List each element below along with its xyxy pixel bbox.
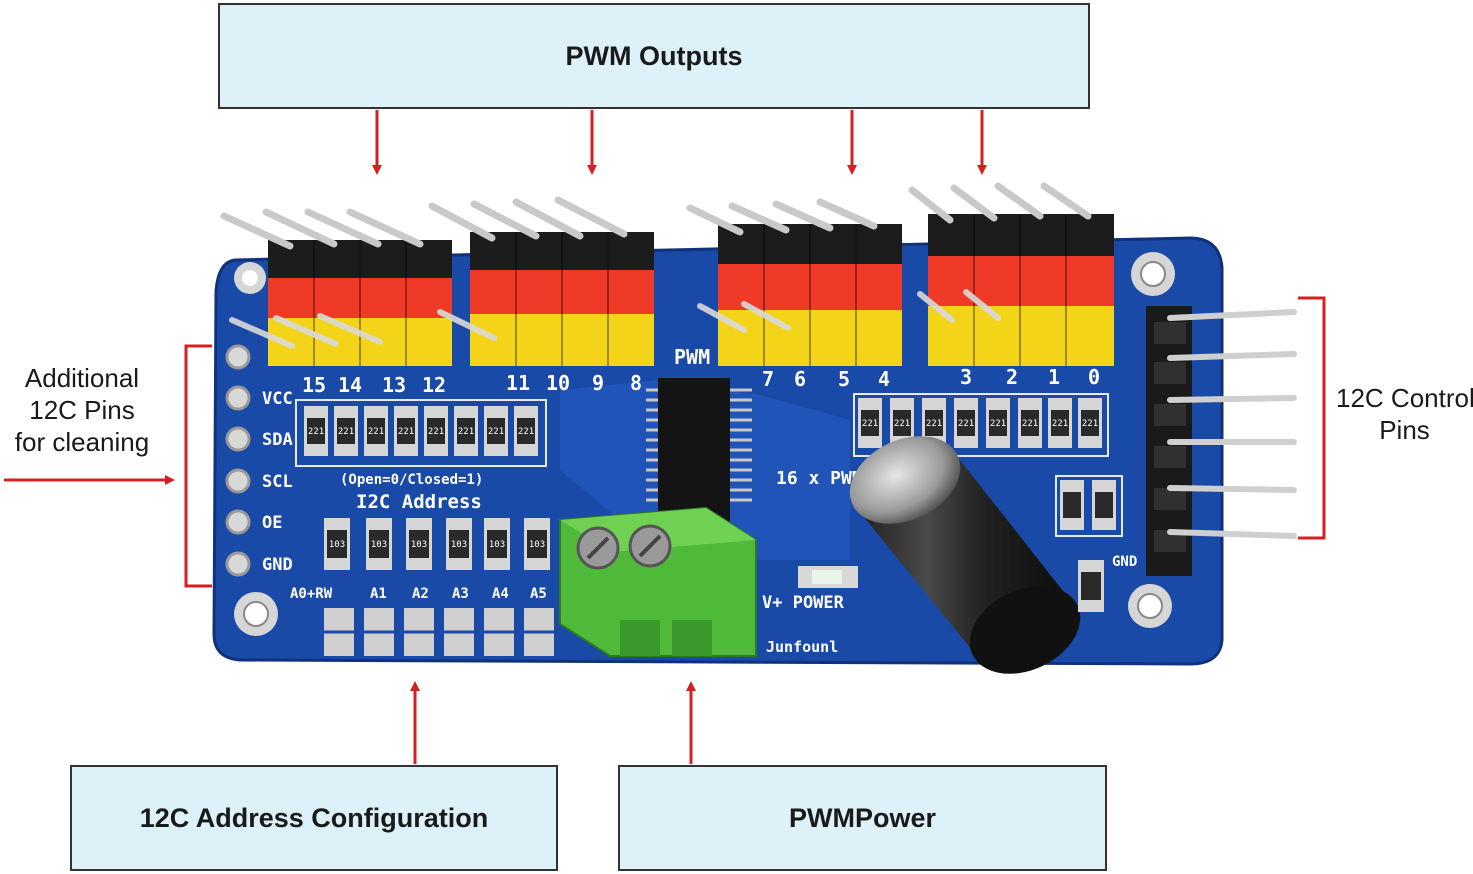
resistor-bank-left [304,406,538,456]
channel-5: 5 [838,367,850,391]
pwm-header-group-4 [928,214,1114,366]
left-pin-gnd: GND [262,555,293,575]
resistor-label-15: 221 [1052,419,1068,429]
channel-4: 4 [878,367,890,391]
pwm-header-group-2 [470,232,654,366]
channel-10: 10 [546,371,570,395]
channel-15: 15 [302,373,326,397]
jumper-label-a2: A2 [412,586,429,602]
left-label-line-3: for cleaning [14,427,150,457]
jumper-label-a0: A0+RW [290,586,333,602]
jumper-label-a4: A4 [492,586,509,602]
address-resistor-label-3: 103 [411,540,427,550]
pwm-outputs-callout: PWM Outputs [218,3,1090,109]
resistor-label-6: 221 [458,427,474,437]
header-pins [220,182,1092,250]
callout-arrows [4,110,987,764]
right-gnd-label: GND [1112,554,1137,570]
left-pin-oe: OE [262,513,282,533]
right-label-line-2: Pins [1379,415,1430,445]
resistor-label-13: 221 [990,419,1006,429]
channel-3: 3 [960,365,972,389]
left-pin-vcc: VCC [262,389,293,409]
left-label-line-1: Additional [24,363,140,393]
channel-6: 6 [794,367,806,391]
channel-13: 13 [382,373,406,397]
address-resistor-label-6: 103 [529,540,545,550]
left-pin-scl: SCL [262,472,293,492]
right-label-line-1: 12C Control [1336,383,1473,413]
pwm-header-group-1 [268,240,452,366]
address-resistor-label-1: 103 [329,540,345,550]
resistor-label-9: 221 [862,419,878,429]
electrolytic-capacitor [849,436,1081,674]
channel-1: 1 [1048,365,1060,389]
resistor-label-1: 221 [308,427,324,437]
jumper-label-a5: A5 [530,586,547,602]
channel-8: 8 [630,371,642,395]
address-config-label: 12C Address Configuration [139,802,489,833]
channel-11: 11 [506,371,530,395]
pwm-header-group-3 [718,224,902,366]
pwm-label: PWM [674,345,710,369]
left-label-line-2: 12C Pins [29,395,135,425]
left-side-label: Additional 12C Pins for cleaning [8,362,156,458]
brand-label: Junfounl [766,638,838,656]
address-resistor-label-4: 103 [451,540,467,550]
address-resistor-label-2: 103 [371,540,387,550]
power-terminal-block [559,506,757,657]
header-pins-lower [229,289,1001,349]
channel-14: 14 [338,373,362,397]
resistor-bank-right [858,398,1102,448]
address-config-callout: 12C Address Configuration [70,765,558,871]
address-resistors [324,518,550,570]
channel-summary: 16 x PWM [776,468,863,489]
power-label: V+ POWER [762,593,845,613]
jumper-label-a1: A1 [370,586,387,602]
resistor-label-12: 221 [958,419,974,429]
address-resistor-label-5: 103 [489,540,505,550]
mounting-holes [234,252,1175,636]
channel-7: 7 [762,367,774,391]
channel-0: 0 [1088,365,1100,389]
left-pin-sda: SDA [262,430,293,450]
channel-12: 12 [422,373,446,397]
resistor-label-10: 221 [894,419,910,429]
resistor-label-4: 221 [398,427,414,437]
resistor-label-7: 221 [488,427,504,437]
jumper-label-a3: A3 [452,586,469,602]
address-legend: (Open=0/Closed=1) [340,472,483,488]
resistor-label-16: 221 [1082,419,1098,429]
pwm-power-label: PWMPower [788,802,936,833]
label-brackets [184,296,1326,588]
resistor-label-8: 221 [518,427,534,437]
right-side-label: 12C Control Pins [1336,382,1473,446]
channel-9: 9 [592,371,604,395]
right-header-connector [1146,306,1297,576]
resistor-label-2: 221 [338,427,354,437]
resistor-label-11: 221 [926,419,942,429]
resistor-label-5: 221 [428,427,444,437]
pwm-outputs-label: PWM Outputs [565,40,743,71]
channel-2: 2 [1006,365,1018,389]
pwm-power-callout: PWMPower [618,765,1107,871]
address-title: I2C Address [356,491,482,513]
left-header-pads [225,344,251,577]
resistor-label-3: 221 [368,427,384,437]
resistor-label-14: 221 [1022,419,1038,429]
